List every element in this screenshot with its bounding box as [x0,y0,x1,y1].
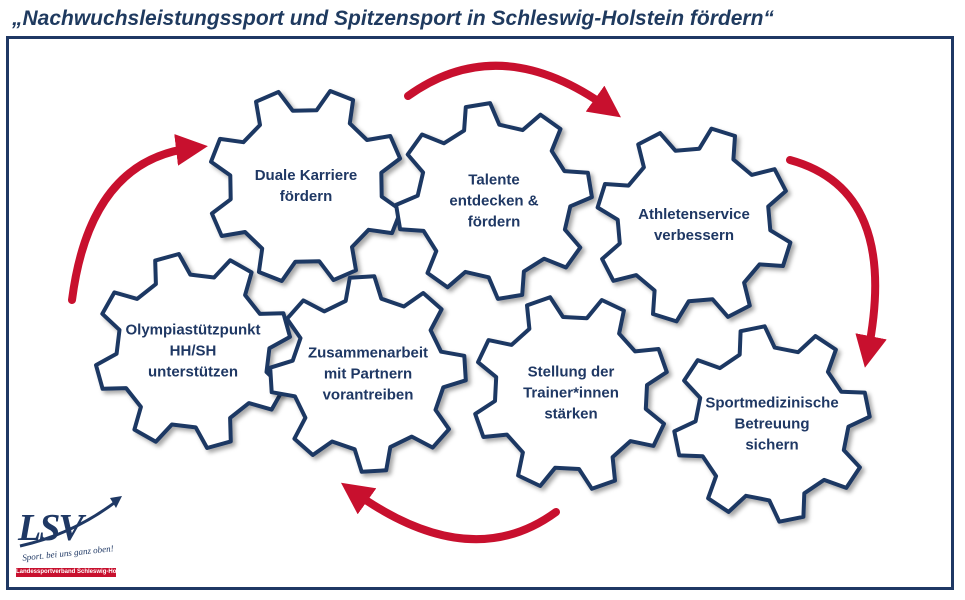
cycle-arrow-icon-2 [404,61,621,118]
gear-sportmed-icon [672,324,872,524]
cycle-arrow-icon-1 [68,133,208,304]
cycle-arrow-icon-3 [786,156,887,368]
gear-olympia-icon [94,252,292,450]
gear-duale-icon [209,89,403,283]
gear-zusammen-icon [268,274,468,474]
gear-label-duale: Duale Karriere fördern [254,167,358,205]
gear-label-athleten: Athletenservice verbessern [638,206,750,244]
gear-label-trainer: Stellung der Trainer*innen stärken [523,363,619,423]
gear-label-olympia: Olympiastützpunkt HH/SH unterstützen [125,321,261,381]
logo-letters: LSV [18,507,84,549]
gear-trainer-icon [473,295,669,491]
diagram-frame [6,36,954,590]
gear-label-sportmed: Sportmedizinische Betreuung sichern [705,394,839,454]
cycle-arrow-icon-4 [340,482,560,544]
logo-band: Landessportverband Schleswig-Holstein [16,568,133,577]
gear-talente-icon [394,101,594,301]
gear-label-zusammen: Zusammenarbeit mit Partnern vorantreiben [307,344,429,404]
logo-swoosh-icon [19,496,122,548]
lsv-logo: LSV Sport. bei uns ganz oben! Landesspor… [14,494,133,586]
gear-athleten-icon [595,126,793,324]
gear-label-talente: Talente entdecken & fördern [449,171,539,231]
page-title: „Nachwuchsleistungssport und Spitzenspor… [12,7,774,30]
